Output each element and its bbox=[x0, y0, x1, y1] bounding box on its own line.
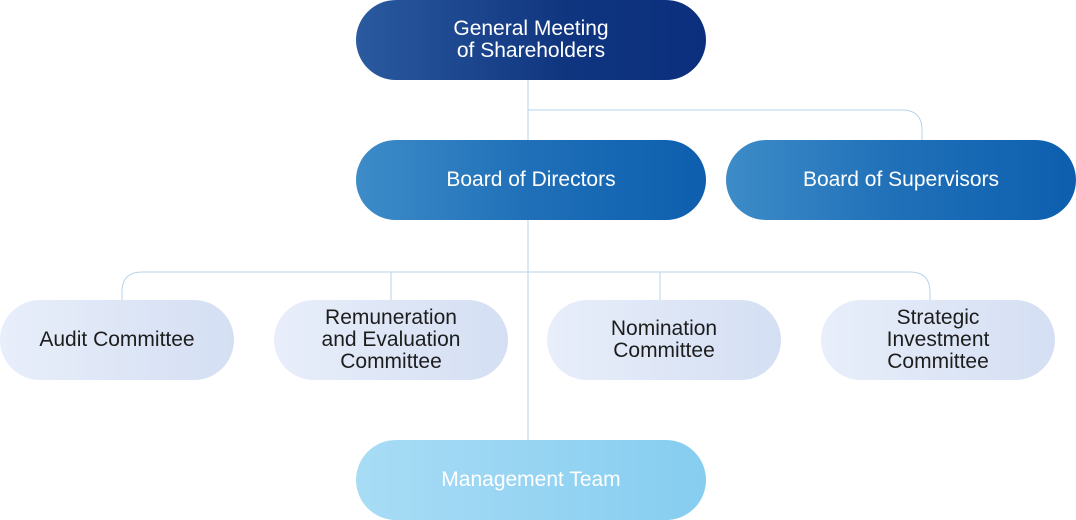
strategic-investment-committee-label: Strategic Investment Committee bbox=[886, 306, 990, 373]
audit-committee-label: Audit Committee bbox=[39, 328, 195, 351]
general-meeting-label: General Meeting of Shareholders bbox=[453, 17, 609, 62]
connector-committee-bus bbox=[121, 271, 931, 300]
remuneration-committee-label: Remuneration and Evaluation Committee bbox=[321, 306, 461, 373]
general-meeting-node: General Meeting of Shareholders bbox=[356, 0, 706, 80]
management-team-label: Management Team bbox=[441, 468, 621, 491]
connector-to-supervisors bbox=[528, 109, 923, 140]
board-of-supervisors-node: Board of Supervisors bbox=[726, 140, 1076, 220]
nomination-committee-label: Nomination Committee bbox=[610, 317, 718, 362]
board-of-supervisors-label: Board of Supervisors bbox=[802, 168, 1000, 191]
nomination-committee-node: Nomination Committee bbox=[547, 300, 781, 380]
board-of-directors-label: Board of Directors bbox=[446, 168, 616, 191]
remuneration-committee-node: Remuneration and Evaluation Committee bbox=[274, 300, 508, 380]
strategic-investment-committee-node: Strategic Investment Committee bbox=[821, 300, 1055, 380]
board-of-directors-node: Board of Directors bbox=[356, 140, 706, 220]
audit-committee-node: Audit Committee bbox=[0, 300, 234, 380]
management-team-node: Management Team bbox=[356, 440, 706, 520]
